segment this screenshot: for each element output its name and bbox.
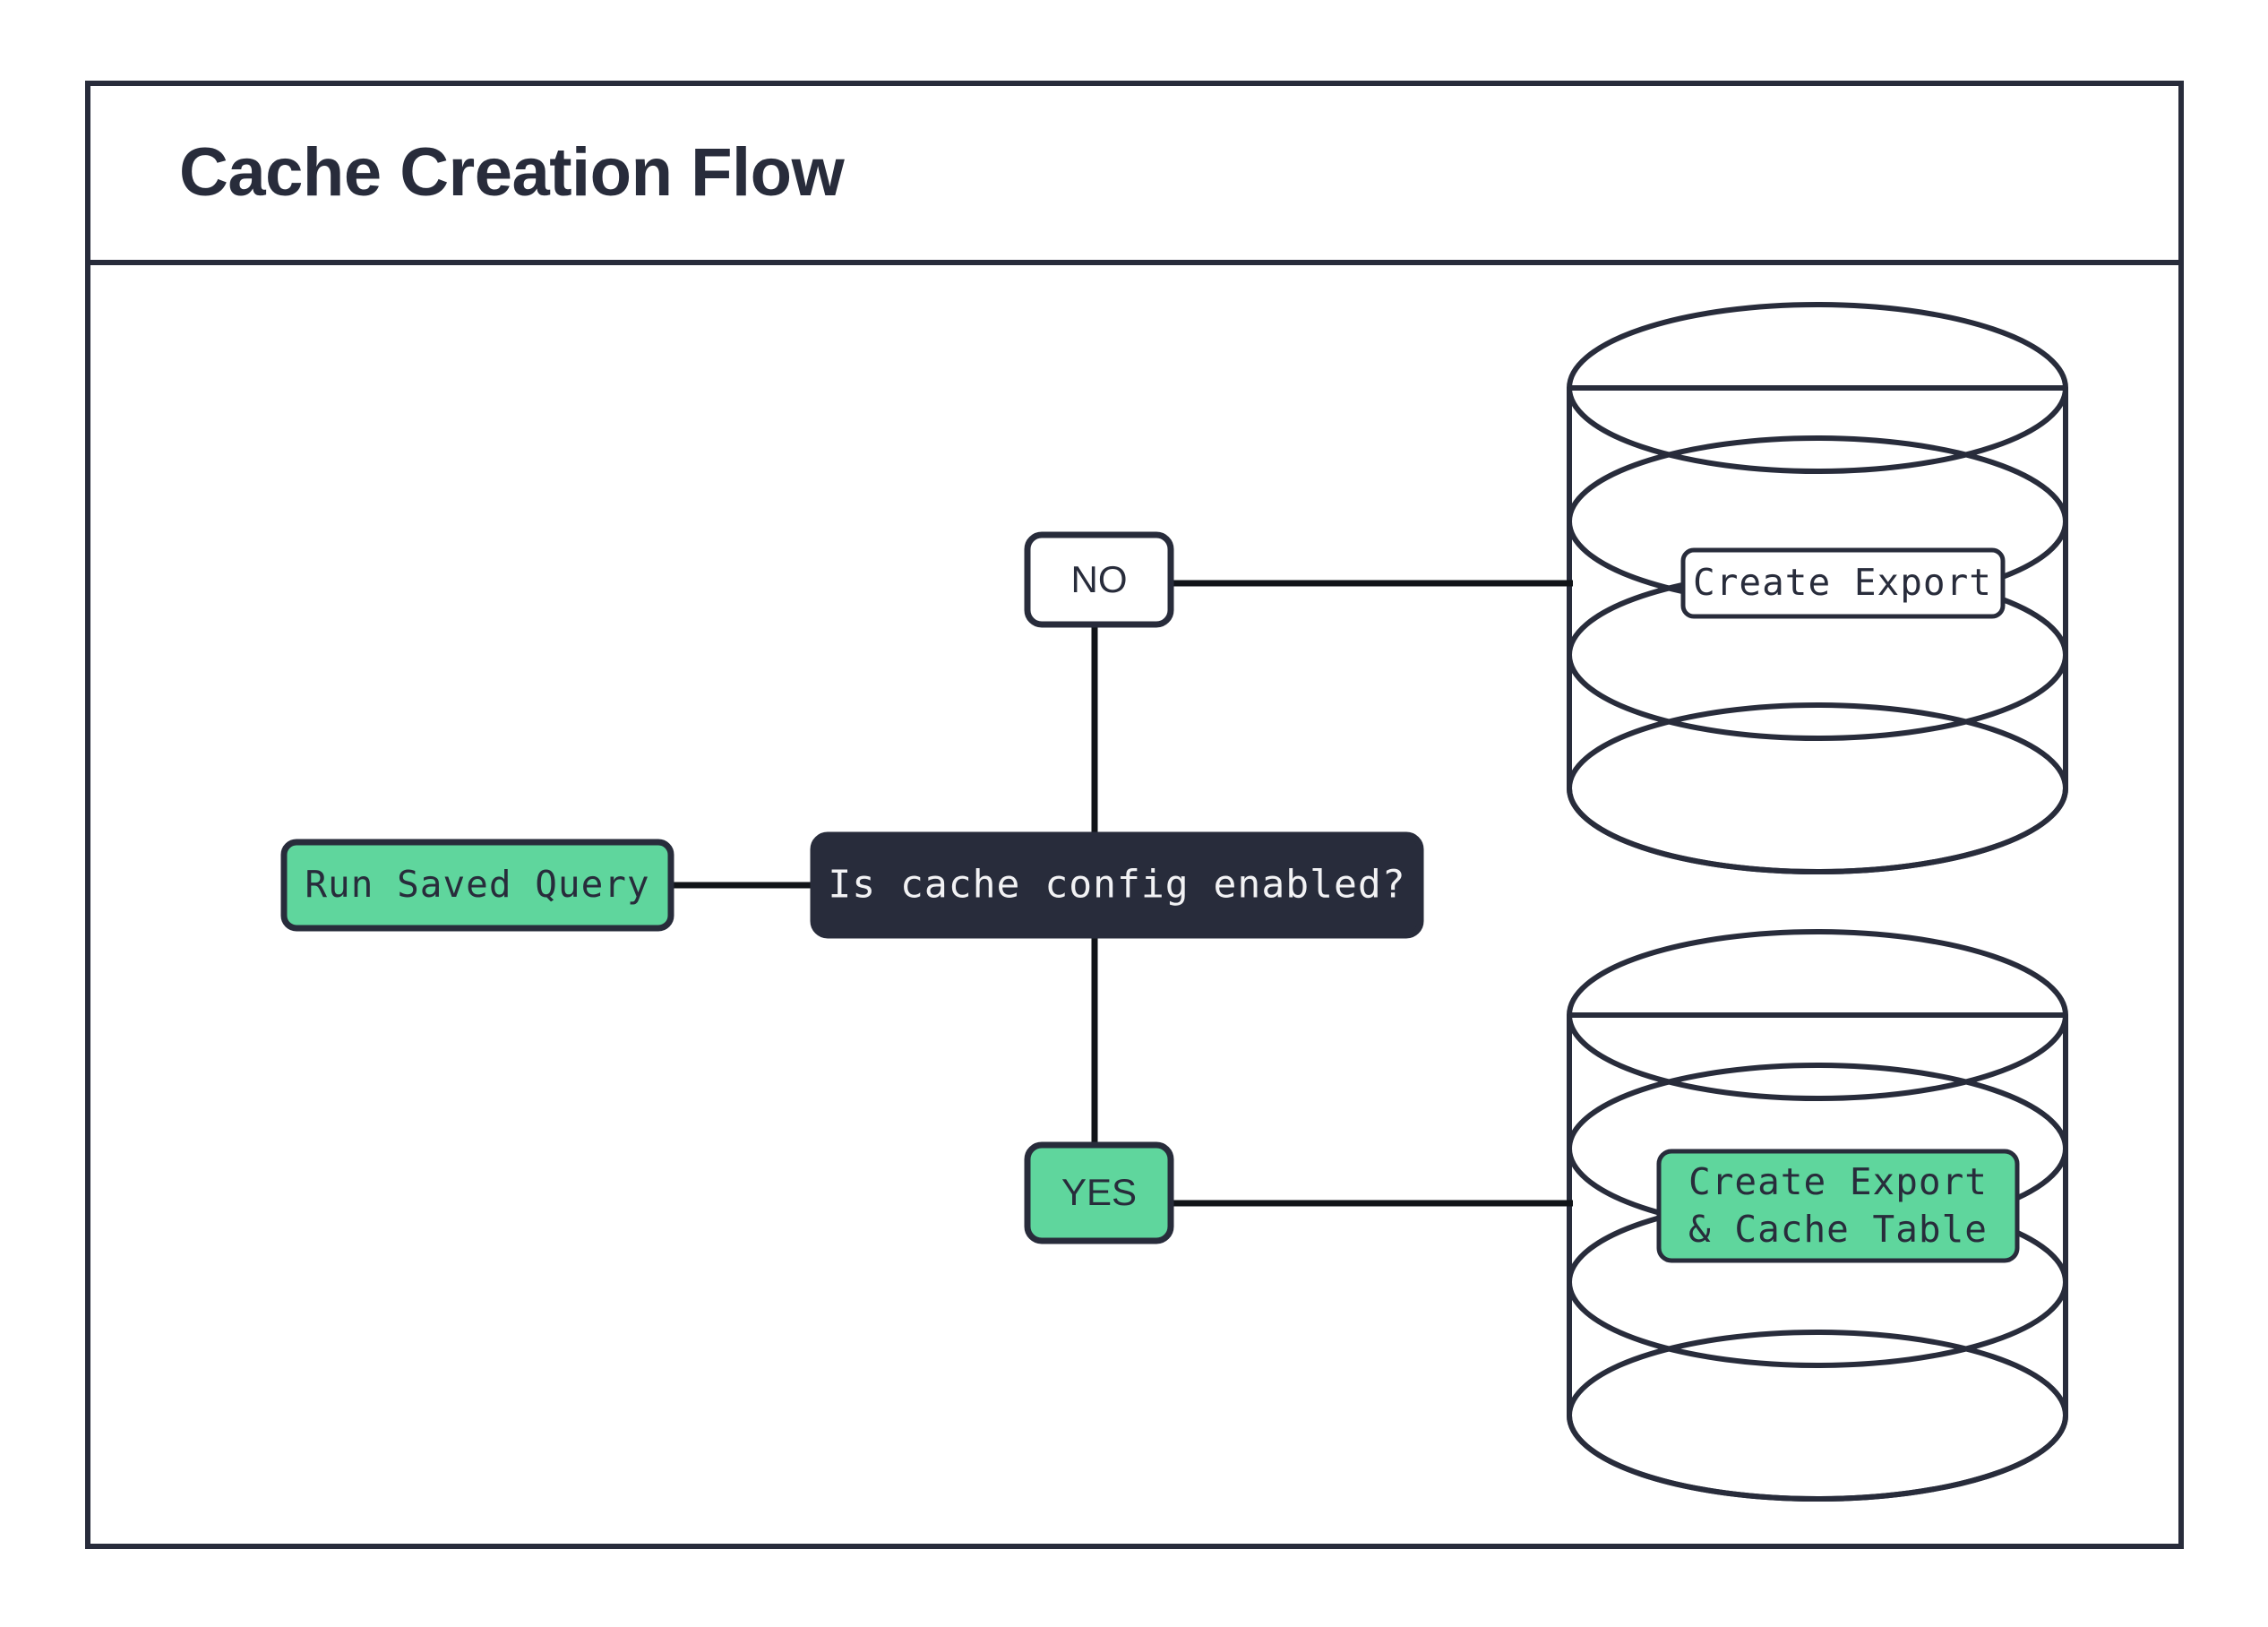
node-shape xyxy=(1024,531,1174,628)
node-shape xyxy=(1024,1141,1174,1244)
cylinder-disc-4 xyxy=(1567,702,2068,874)
node-label: Is cache config enabled? xyxy=(828,863,1405,908)
node-branch-yes[interactable]: YES xyxy=(1024,1141,1174,1244)
node-decision-cache-config[interactable]: Is cache config enabled? xyxy=(810,831,1424,939)
database-cylinder-create-export[interactable]: Create Export xyxy=(1567,302,2068,874)
node-label: NO xyxy=(1071,558,1128,600)
db-export-label: Create Export xyxy=(1693,561,1992,604)
cylinder-disc-4 xyxy=(1567,1330,2068,1502)
node-label: YES xyxy=(1061,1171,1137,1213)
node-branch-no[interactable]: NO xyxy=(1024,531,1174,628)
cylinder-disc-1 xyxy=(1567,302,2068,474)
node-label: Run Saved Query xyxy=(305,863,649,906)
cylinder-disc-1 xyxy=(1567,929,2068,1101)
db-export-cache-label-line1: Create Export xyxy=(1688,1160,1988,1203)
cylinder-label-chip xyxy=(1656,1149,2020,1263)
db-export-cache-label-line2: & Cache Table xyxy=(1688,1208,1988,1251)
cylinder-label-chip xyxy=(1680,547,2006,619)
node-shape xyxy=(280,839,674,932)
page-title: Cache Creation Flow xyxy=(179,134,846,211)
database-cylinder-create-export-cache-table[interactable]: Create Export & Cache Table xyxy=(1567,929,2068,1502)
node-shape xyxy=(810,831,1424,939)
node-run-saved-query[interactable]: Run Saved Query xyxy=(280,839,674,932)
